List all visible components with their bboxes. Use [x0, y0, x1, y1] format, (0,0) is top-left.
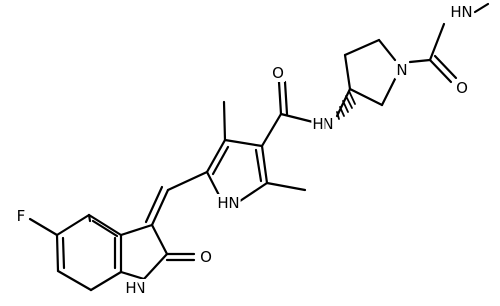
bond	[211, 145, 230, 176]
bond	[55, 213, 91, 237]
bond	[348, 87, 384, 107]
bond	[345, 95, 353, 109]
bond	[336, 111, 340, 120]
bond	[348, 90, 356, 105]
oxindole-oxygen-label: O	[200, 248, 212, 266]
bond	[89, 270, 123, 292]
label-backdrop	[460, 3, 474, 21]
atom-labels: F O N H N H O N H N O N H	[15, 3, 474, 297]
bond	[377, 38, 397, 62]
bond	[222, 100, 227, 142]
bond	[342, 100, 349, 113]
bond	[87, 213, 123, 237]
label-backdrop	[395, 61, 409, 79]
pyrrole-n-label: N	[228, 194, 239, 212]
bond	[343, 38, 381, 57]
bond	[142, 252, 169, 281]
bond	[119, 270, 146, 281]
label-backdrop	[216, 194, 230, 212]
urea-n-label: N	[461, 3, 472, 21]
bond	[150, 188, 170, 227]
amide-h-label: H	[312, 115, 323, 133]
label-backdrop	[227, 194, 241, 212]
bond	[150, 223, 169, 256]
amide-oxygen-label: O	[272, 64, 284, 82]
fluorine-label: F	[17, 207, 26, 225]
bond	[408, 58, 432, 64]
bond	[119, 223, 154, 237]
label-backdrop	[199, 248, 213, 266]
bond	[339, 106, 345, 117]
label-backdrop	[311, 115, 325, 133]
bond	[61, 236, 66, 270]
bond	[433, 54, 458, 80]
bond	[87, 213, 92, 223]
bond	[166, 170, 209, 192]
bond	[144, 185, 164, 224]
label-backdrop	[271, 64, 285, 82]
bond	[473, 2, 490, 14]
bond	[380, 77, 397, 107]
bond	[260, 112, 283, 148]
label-backdrop	[455, 79, 469, 97]
bond	[56, 269, 93, 292]
bond	[283, 80, 289, 116]
bond	[279, 112, 315, 124]
pyrrolidine-n-label: N	[396, 61, 407, 79]
urea-oxygen-label: O	[456, 79, 468, 97]
bond	[254, 148, 263, 183]
bond	[343, 53, 352, 91]
bond	[265, 181, 307, 192]
bonds	[28, 2, 490, 292]
oxindole-h-label: H	[125, 279, 136, 297]
label-backdrop	[124, 279, 138, 297]
bond	[260, 144, 269, 185]
bond	[205, 138, 227, 174]
amide-n-label: N	[322, 115, 333, 133]
label-backdrop	[15, 207, 27, 225]
bond	[238, 181, 269, 203]
stereo-hashed-wedge	[336, 90, 356, 120]
label-backdrop	[449, 3, 463, 21]
bond	[55, 233, 60, 273]
bond	[223, 138, 264, 148]
urea-h-label: H	[450, 3, 461, 21]
bond	[28, 217, 59, 237]
bond	[428, 58, 453, 84]
pyrrole-h-label: H	[217, 194, 228, 212]
bond	[277, 80, 283, 116]
label-backdrop	[321, 115, 335, 133]
bond	[91, 219, 119, 238]
oxindole-n-label: N	[134, 279, 145, 297]
bond	[428, 22, 446, 62]
